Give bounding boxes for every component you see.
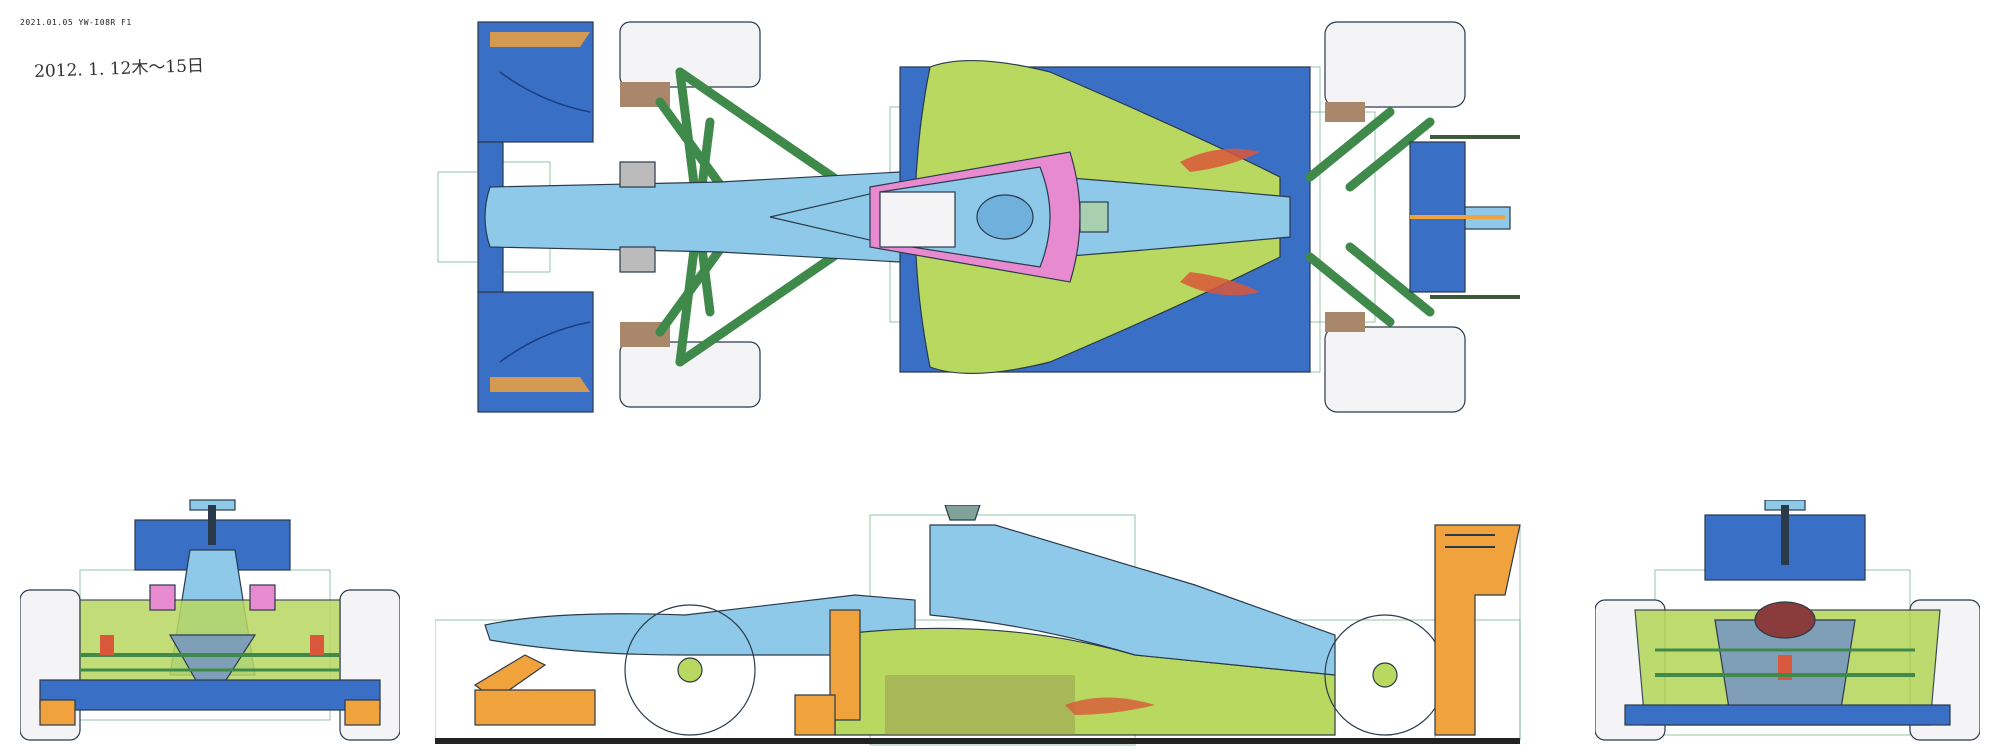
- sidepods-top: [899, 59, 1311, 375]
- drawing-stamp: 2021.01.05 YW-I08R F1: [20, 18, 132, 27]
- floor-line: [435, 738, 1520, 744]
- rear-suspension-top: [1305, 107, 1435, 327]
- exhaust-heat-marks-top: [1180, 148, 1260, 296]
- rear-wing-top: [1409, 135, 1520, 299]
- side-view-drawing: [435, 505, 1525, 750]
- cockpit-top: [869, 151, 1109, 283]
- handwritten-date-note: 2012. 1. 12木～15日: [33, 56, 205, 82]
- rear-tires-top: [1324, 21, 1466, 413]
- chassis-top: [484, 161, 991, 273]
- top-view-drawing: [430, 12, 1530, 417]
- front-tires-top: [619, 21, 761, 408]
- front-view-drawing: [20, 495, 400, 745]
- rear-view-drawing: [1595, 500, 1980, 745]
